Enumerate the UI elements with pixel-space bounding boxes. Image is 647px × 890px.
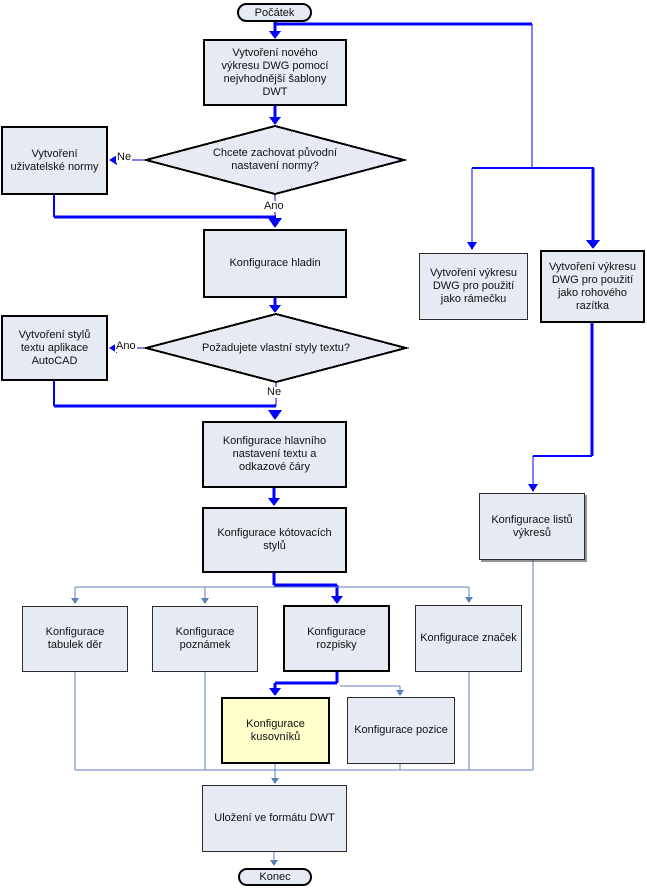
diamond-own-text-styles <box>142 312 410 384</box>
node-create-drawing: Vytvoření nového výkresu DWG pomocí nejv… <box>203 39 347 106</box>
flow-medium-edges <box>53 167 594 457</box>
node-symbols: Konfigurace značek <box>415 605 522 672</box>
node-text-styles: Vytvoření stylů textu aplikace AutoCAD <box>1 315 108 381</box>
node-user-norm-label: Vytvoření uživatelské normy <box>10 147 99 173</box>
node-start-label: Počátek <box>254 6 295 19</box>
node-text-styles-label: Vytvoření stylů textu aplikace AutoCAD <box>18 328 91 367</box>
edge-label-keep-norm-no: Ne <box>116 151 133 163</box>
node-dim-styles-label: Konfigurace kótovacích stylů <box>217 527 332 552</box>
node-notes-label: Konfigurace poznámek <box>175 626 235 651</box>
flow-primary-edges <box>54 21 595 688</box>
decision-diamonds <box>142 124 410 384</box>
node-hole-tables-label: Konfigurace tabulek děr <box>45 626 105 651</box>
node-save-dwt-label: Uložení ve formátu DWT <box>214 812 335 824</box>
node-frame-drawing: Vytvoření výkresu DWG pro použití jako r… <box>419 253 528 320</box>
node-boms-label: Konfigurace kusovníků <box>246 717 305 743</box>
flow-primary-arrowheads <box>109 31 600 696</box>
node-parts-list: Konfigurace rozpisky <box>283 605 390 672</box>
node-notes: Konfigurace poznámek <box>152 606 258 672</box>
node-end-label: Konec <box>259 871 291 883</box>
edge-label-own-styles-yes: Ano <box>115 340 137 352</box>
node-layers-label: Konfigurace hladin <box>229 257 321 269</box>
node-save-dwt: Uložení ve formátu DWT <box>202 785 347 852</box>
node-hole-tables: Konfigurace tabulek děr <box>22 606 128 672</box>
node-start: Počátek <box>237 3 312 22</box>
flow-secondary-arrowheads <box>71 597 473 866</box>
node-title-block-drawing: Vytvoření výkresu DWG pro použití jako r… <box>540 250 645 323</box>
edge-label-own-styles-no: Ne <box>266 386 283 398</box>
node-dim-styles: Konfigurace kótovacích stylů <box>202 507 347 573</box>
node-boms: Konfigurace kusovníků <box>221 697 330 764</box>
node-user-norm: Vytvoření uživatelské normy <box>1 126 108 195</box>
edge-label-keep-norm-yes: Ano <box>263 200 285 212</box>
node-main-text: Konfigurace hlavního nastavení textu a o… <box>202 421 347 488</box>
node-sheet-config: Konfigurace listů výkresů <box>479 493 585 560</box>
node-title-block-drawing-label: Vytvoření výkresu DWG pro použití jako r… <box>548 260 636 312</box>
node-symbols-label: Konfigurace značek <box>420 632 517 644</box>
node-create-drawing-label: Vytvoření nového výkresu DWG pomocí nejv… <box>221 46 329 98</box>
decision-own-text-styles-label: Požadujete vlastní styly textu? <box>202 341 350 354</box>
node-end: Konec <box>238 868 312 886</box>
node-sheet-config-label: Konfigurace listů výkresů <box>491 513 573 539</box>
node-main-text-label: Konfigurace hlavního nastavení textu a o… <box>222 435 327 473</box>
decision-keep-norm-label: Chcete zachovat původní nastavení normy? <box>212 147 338 172</box>
node-balloons-label: Konfigurace pozice <box>354 724 448 736</box>
node-parts-list-label: Konfigurace rozpisky <box>307 625 366 651</box>
node-balloons: Konfigurace pozice <box>347 697 455 764</box>
node-layers: Konfigurace hladin <box>203 229 347 298</box>
diamond-keep-norm <box>142 124 408 196</box>
node-frame-drawing-label: Vytvoření výkresu DWG pro použití jako r… <box>429 267 517 305</box>
